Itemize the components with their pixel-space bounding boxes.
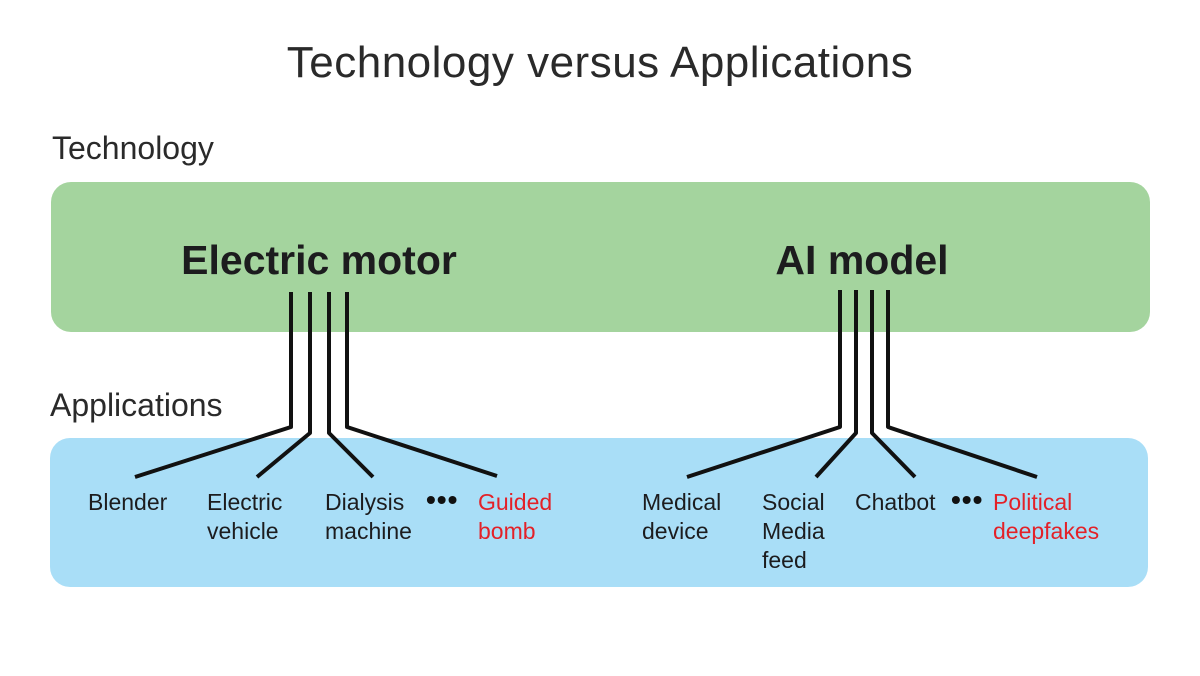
application-dialysis-machine: Dialysis machine	[325, 489, 412, 544]
ellipsis-right: •••	[951, 484, 984, 515]
application-blender: Blender	[88, 489, 168, 515]
application-guided-bomb: Guided bomb	[478, 489, 553, 544]
technology-section-label: Technology	[52, 130, 214, 166]
application-medical-device: Medical device	[642, 489, 722, 544]
application-social-media-feed: Social Media feed	[762, 489, 825, 573]
application-chatbot: Chatbot	[855, 489, 936, 515]
applications-section-label: Applications	[50, 387, 223, 423]
ellipsis-left: •••	[426, 484, 459, 515]
technology-item-electric-motor: Electric motor	[181, 237, 457, 283]
technology-item-ai-model: AI model	[775, 237, 949, 283]
application-political-deepfakes: Political deepfakes	[993, 489, 1100, 544]
page-title: Technology versus Applications	[286, 38, 914, 87]
application-electric-vehicle: Electric vehicle	[207, 489, 283, 544]
